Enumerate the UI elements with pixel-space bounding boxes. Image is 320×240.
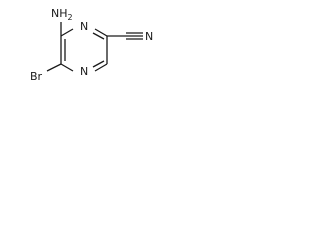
bond-n1-c6 [92, 60, 108, 72]
bond-c4-c5 [60, 36, 66, 64]
ring-nitrogen-top-label: N [80, 20, 88, 33]
bond-c4-n3 [60, 28, 74, 37]
ring-nitrogen-bottom-label: N [80, 65, 88, 78]
bromo-label: Br [30, 70, 43, 83]
bond-n3-c2 [92, 28, 108, 40]
amino-label-main: NH [51, 7, 68, 20]
amino-label: NH2 [51, 7, 73, 22]
bond-nitrile-triple [126, 32, 143, 40]
bond-c6-c5 [60, 63, 74, 72]
molecule-structure: NH2 Br N N N [30, 7, 153, 83]
amino-label-subscript: 2 [68, 13, 73, 22]
bond-c5-br [46, 63, 62, 72]
nitrile-nitrogen-label: N [145, 30, 153, 43]
